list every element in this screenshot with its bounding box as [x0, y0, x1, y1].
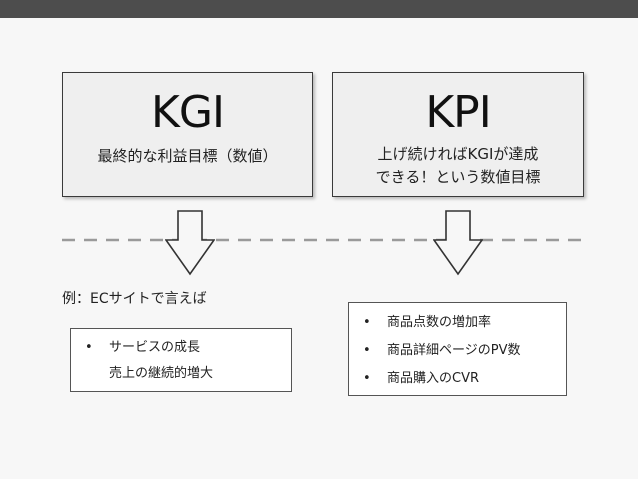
list-item-text: 商品詳細ページのPV数: [387, 343, 521, 358]
bullet: •: [363, 371, 371, 386]
kpi-example-list: • 商品点数の増加率 • 商品詳細ページのPV数 • 商品購入のCVR: [348, 302, 567, 396]
bullet: •: [363, 343, 371, 358]
bullet: •: [363, 315, 371, 330]
bullet: •: [85, 340, 93, 355]
kpi-box: KPI 上げ続ければKGIが達成 できる！という数値目標: [332, 72, 584, 197]
down-arrow-icon: [165, 210, 215, 276]
list-item-text: 商品点数の増加率: [387, 315, 492, 330]
list-item-text: 商品購入のCVR: [387, 371, 480, 386]
kgi-title: KGI: [151, 87, 225, 138]
kgi-example-list: • サービスの成長 売上の継続的増大: [70, 328, 292, 392]
kpi-subtitle: 上げ続ければKGIが達成 できる！という数値目標: [333, 143, 583, 189]
kgi-box: KGI 最終的な利益目標（数値）: [62, 72, 313, 197]
dashed-divider: [62, 238, 582, 242]
list-item-text: サービスの成長: [109, 340, 201, 355]
list-item-text: 売上の継続的増大: [109, 366, 214, 381]
top-bar: [0, 0, 638, 18]
kpi-title: KPI: [425, 87, 491, 138]
kpi-subtitle-line2: できる！という数値目標: [375, 168, 541, 186]
kpi-subtitle-line1: 上げ続ければKGIが達成: [377, 145, 539, 163]
example-label: 例：ECサイトで言えば: [62, 291, 207, 307]
down-arrow-icon: [433, 210, 483, 276]
kgi-subtitle: 最終的な利益目標（数値）: [97, 147, 278, 165]
